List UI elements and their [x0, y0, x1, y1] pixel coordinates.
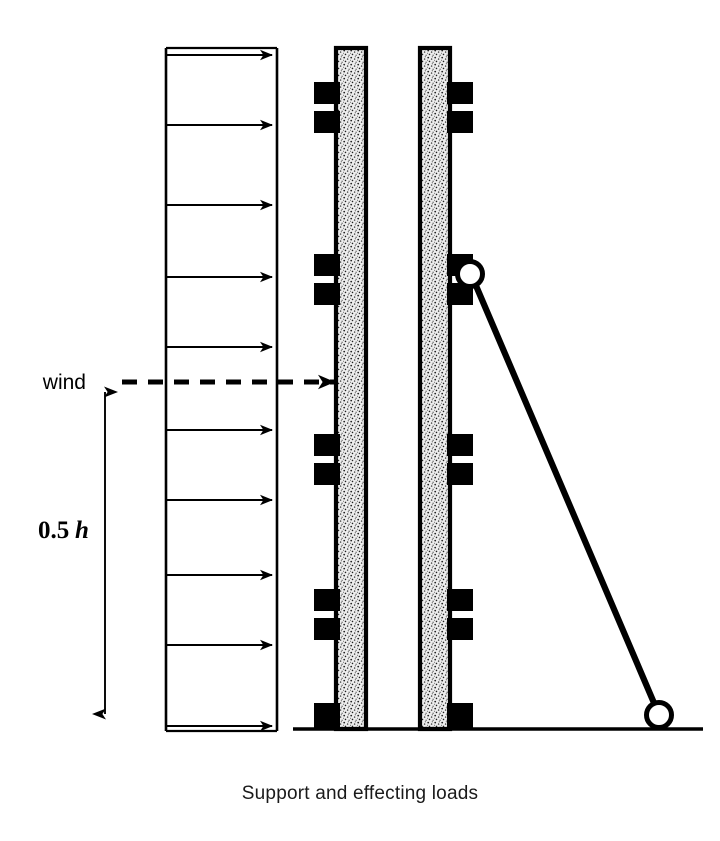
support-block: [447, 434, 473, 456]
support-block: [447, 589, 473, 611]
diagonal-brace: [455, 259, 674, 730]
pressure-arrow-group: [167, 49, 273, 732]
support-block: [447, 463, 473, 485]
support-block: [447, 82, 473, 104]
support-level-5-base: [314, 703, 473, 729]
support-block: [447, 703, 473, 729]
left-column: [333, 45, 369, 732]
wind-pressure-diagram: [164, 46, 279, 733]
support-block: [314, 283, 340, 305]
support-block: [314, 463, 340, 485]
brace-top-pin: [455, 259, 485, 289]
support-block: [314, 111, 340, 133]
support-block: [314, 254, 340, 276]
brace-bottom-pin: [644, 700, 674, 730]
support-block: [447, 618, 473, 640]
support-block: [314, 434, 340, 456]
right-column-body: [417, 45, 453, 732]
support-block: [314, 589, 340, 611]
left-column-body: [333, 45, 369, 732]
dimension-value-label: 0.5: [38, 517, 69, 544]
brace-member: [470, 277, 661, 714]
support-level-4: [314, 589, 473, 640]
support-block: [314, 703, 340, 729]
support-level-1: [314, 82, 473, 133]
support-block: [447, 111, 473, 133]
support-level-3: [314, 434, 473, 485]
figure-caption: Support and effecting loads: [241, 783, 479, 804]
right-column: [417, 45, 453, 732]
support-block: [314, 82, 340, 104]
support-block: [314, 618, 340, 640]
wind-label: wind: [42, 371, 86, 394]
dimension-symbol-label: h: [75, 517, 89, 544]
